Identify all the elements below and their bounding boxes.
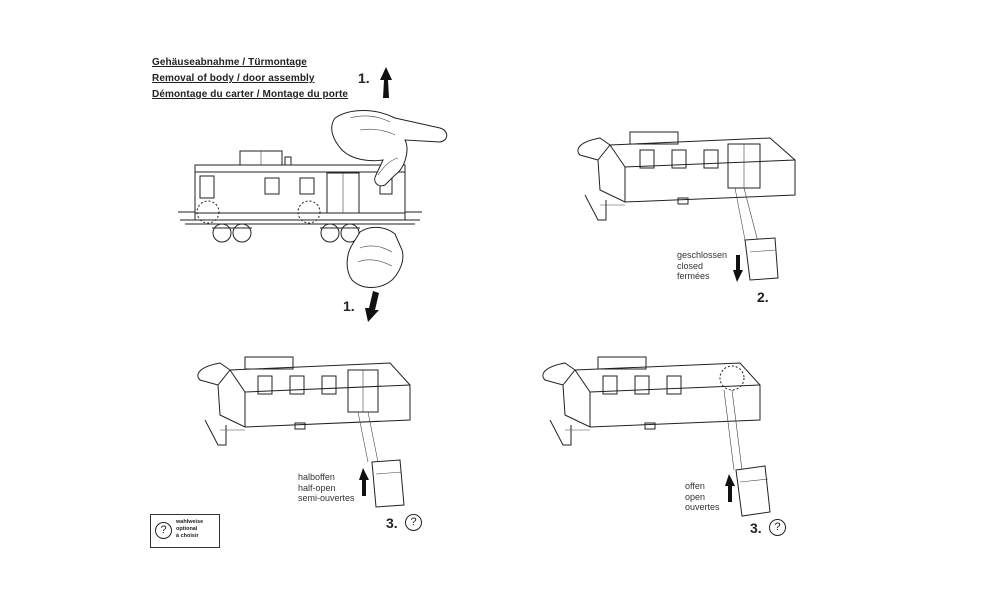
legend-line-fr: à choisir [176, 533, 199, 539]
legend-text: wahlweise optional à choisir [176, 519, 203, 540]
legend-box: ? wahlweise optional à choisir [150, 514, 220, 548]
body-closed-illustration [577, 131, 796, 282]
step-1-top: 1. [358, 70, 370, 86]
half-open-labels: halboffen half-open semi-ouvertes [298, 472, 355, 504]
closed-labels: geschlossen closed fermées [677, 250, 727, 282]
open-labels: offen open ouvertes [685, 481, 720, 513]
open-label-fr: ouvertes [685, 502, 720, 512]
title-french: Démontage du carter / Montage du porte [152, 89, 349, 100]
step-3-open: 3. [750, 520, 762, 536]
optional-icon: ? [155, 522, 172, 539]
body-half-open-illustration [197, 356, 411, 508]
body-open-illustration [542, 356, 771, 517]
arrow-up-icon [380, 67, 392, 98]
instruction-titles: Gehäuseabnahme / Türmontage Removal of b… [152, 55, 348, 103]
half-open-label-de: halboffen [298, 472, 335, 482]
railcar-removal-illustration [178, 150, 422, 243]
open-label-de: offen [685, 481, 705, 491]
closed-label-en: closed [677, 260, 704, 271]
step-2: 2. [757, 289, 769, 305]
closed-label-de: geschlossen [677, 250, 728, 260]
legend-line-en: optional [176, 526, 198, 532]
step-3-half-open: 3. [386, 515, 398, 531]
closed-label-fr: fermées [677, 271, 710, 281]
optional-icon: ? [769, 519, 786, 536]
step-1-bottom: 1. [343, 298, 355, 314]
half-open-label-en: half-open [298, 482, 336, 493]
half-open-label-fr: semi-ouvertes [298, 493, 355, 503]
title-english: Removal of body / door assembly [152, 73, 315, 84]
arrow-down-icon [365, 291, 379, 322]
open-label-en: open [685, 491, 706, 502]
hands-illustration [331, 110, 448, 288]
title-german: Gehäuseabnahme / Türmontage [152, 57, 307, 68]
legend-line-de: wahlweise [176, 519, 204, 525]
optional-icon: ? [405, 514, 422, 531]
